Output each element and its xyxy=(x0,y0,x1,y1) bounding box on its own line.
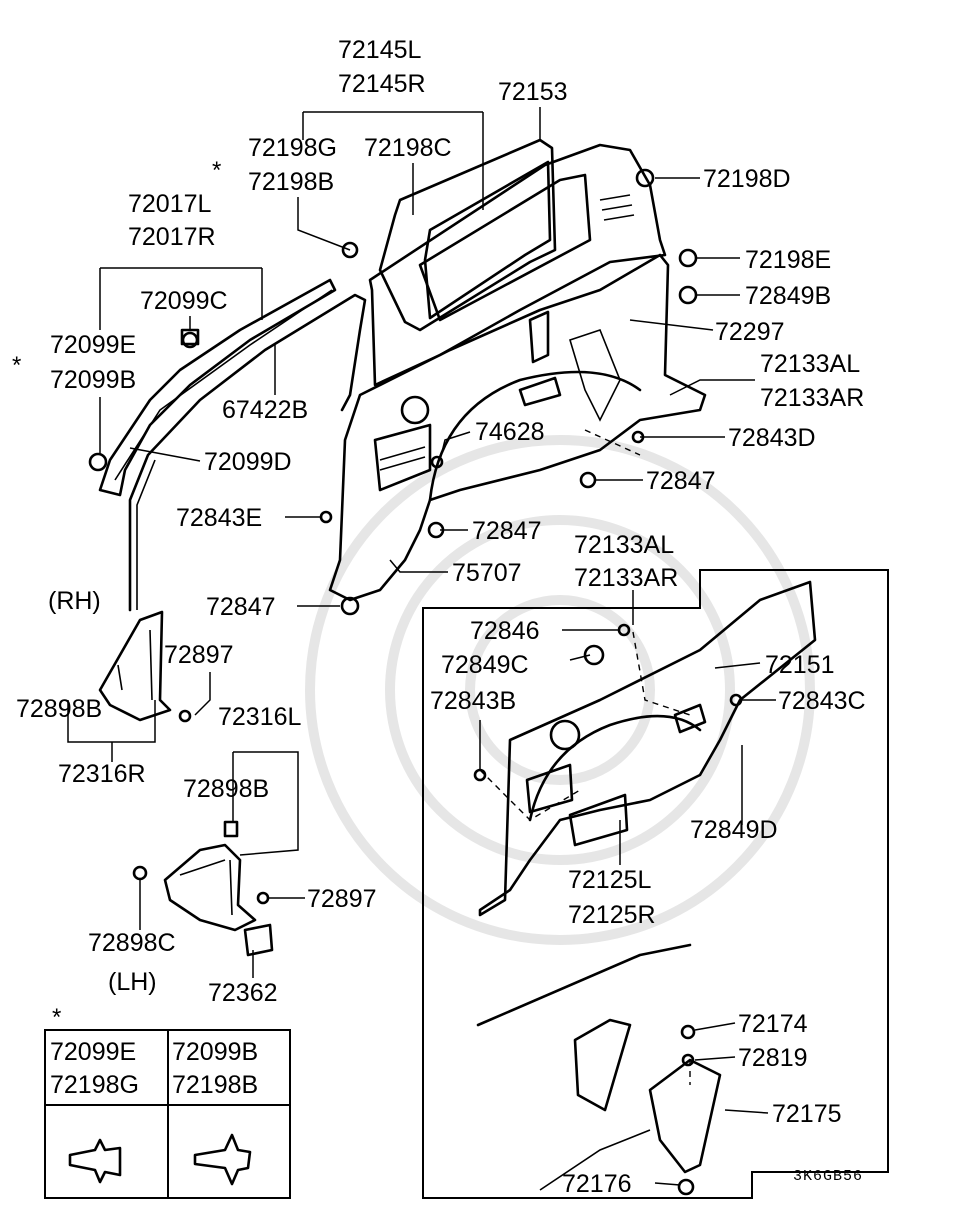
callout-72898B-a: 72898B xyxy=(16,695,102,723)
callout-72897-b: 72897 xyxy=(307,885,377,913)
callout-72099C: 72099C xyxy=(140,287,228,315)
legend-col2-row2: 72198B xyxy=(172,1071,258,1099)
clip-icon-a xyxy=(68,1138,122,1184)
callout-72099D: 72099D xyxy=(204,448,292,476)
clip-icon-b xyxy=(193,1133,252,1186)
callout-72153: 72153 xyxy=(498,78,568,106)
callout-72198G: 72198G xyxy=(248,134,337,162)
callout-72316R: 72316R xyxy=(58,760,146,788)
callout-72145L: 72145L xyxy=(338,36,422,64)
callout-72362: 72362 xyxy=(208,979,278,1007)
quarter-trim-upper xyxy=(368,138,667,387)
legend-col1-row2: 72198G xyxy=(50,1071,139,1099)
callout-72151: 72151 xyxy=(765,651,835,679)
leader-lines xyxy=(67,107,776,1186)
callout-72145R: 72145R xyxy=(338,70,426,98)
callout-72897-a: 72897 xyxy=(164,641,234,669)
callout-72099E: 72099E xyxy=(50,331,136,359)
callout-72125L: 72125L xyxy=(568,866,652,894)
callout-72849D: 72849D xyxy=(690,816,778,844)
callout-72017L: 72017L xyxy=(128,190,212,218)
watermark xyxy=(305,435,815,945)
callout-72133AR-top: 72133AR xyxy=(760,384,864,412)
callout-72849C: 72849C xyxy=(441,651,529,679)
callout-72125R: 72125R xyxy=(568,901,656,929)
callout-72849B: 72849B xyxy=(745,282,831,310)
legend-table-text: 72099E 72198G 72099B 72198B xyxy=(50,1038,258,1099)
callout-72198E: 72198E xyxy=(745,246,831,274)
callout-75707: 75707 xyxy=(452,559,522,587)
callout-72819: 72819 xyxy=(738,1044,808,1072)
callout-72843D: 72843D xyxy=(728,424,816,452)
legend-col1-row1: 72099E xyxy=(50,1038,136,1066)
callout-72133AR-mid: 72133AR xyxy=(574,564,678,592)
legend-table xyxy=(44,1029,291,1199)
callout-72198C: 72198C xyxy=(364,134,452,162)
callout-74628: 74628 xyxy=(475,418,545,446)
callout-72898C: 72898C xyxy=(88,929,176,957)
callout-72198B: 72198B xyxy=(248,168,334,196)
callout-67422B: 67422B xyxy=(222,396,308,424)
pillar-trim xyxy=(98,278,367,612)
lh-label: (LH) xyxy=(108,968,157,996)
asterisk-72099: * xyxy=(12,352,21,379)
callout-labels: 72145L 72145R 72153 72198G 72198C 72198B… xyxy=(12,36,866,1198)
asterisk-72198: * xyxy=(212,157,221,184)
asterisk-legend: * xyxy=(52,1004,61,1031)
callout-72847-b: 72847 xyxy=(472,517,542,545)
callout-72176: 72176 xyxy=(562,1170,632,1198)
callout-72846: 72846 xyxy=(470,617,540,645)
callout-72843C: 72843C xyxy=(778,687,866,715)
callout-72847-a: 72847 xyxy=(646,467,716,495)
callout-72898B-b: 72898B xyxy=(183,775,269,803)
callout-72847-c: 72847 xyxy=(206,593,276,621)
callout-72297: 72297 xyxy=(715,318,785,346)
callout-72133AL-mid: 72133AL xyxy=(574,531,674,559)
fasteners xyxy=(88,168,743,1196)
callout-72099B: 72099B xyxy=(50,366,136,394)
callout-72175: 72175 xyxy=(772,1100,842,1128)
callout-72198D: 72198D xyxy=(703,165,791,193)
callout-72017R: 72017R xyxy=(128,223,216,251)
rh-bracket xyxy=(98,610,172,722)
drawing-code: 3K6GB56 xyxy=(793,1168,863,1185)
lh-bracket xyxy=(163,843,274,957)
rh-label: (RH) xyxy=(48,587,101,615)
callout-72316L: 72316L xyxy=(218,703,302,731)
callout-72843E: 72843E xyxy=(176,504,262,532)
legend-col2-row1: 72099B xyxy=(172,1038,258,1066)
callout-72133AL-top: 72133AL xyxy=(760,350,860,378)
callout-72174: 72174 xyxy=(738,1010,808,1038)
callout-72843B: 72843B xyxy=(430,687,516,715)
